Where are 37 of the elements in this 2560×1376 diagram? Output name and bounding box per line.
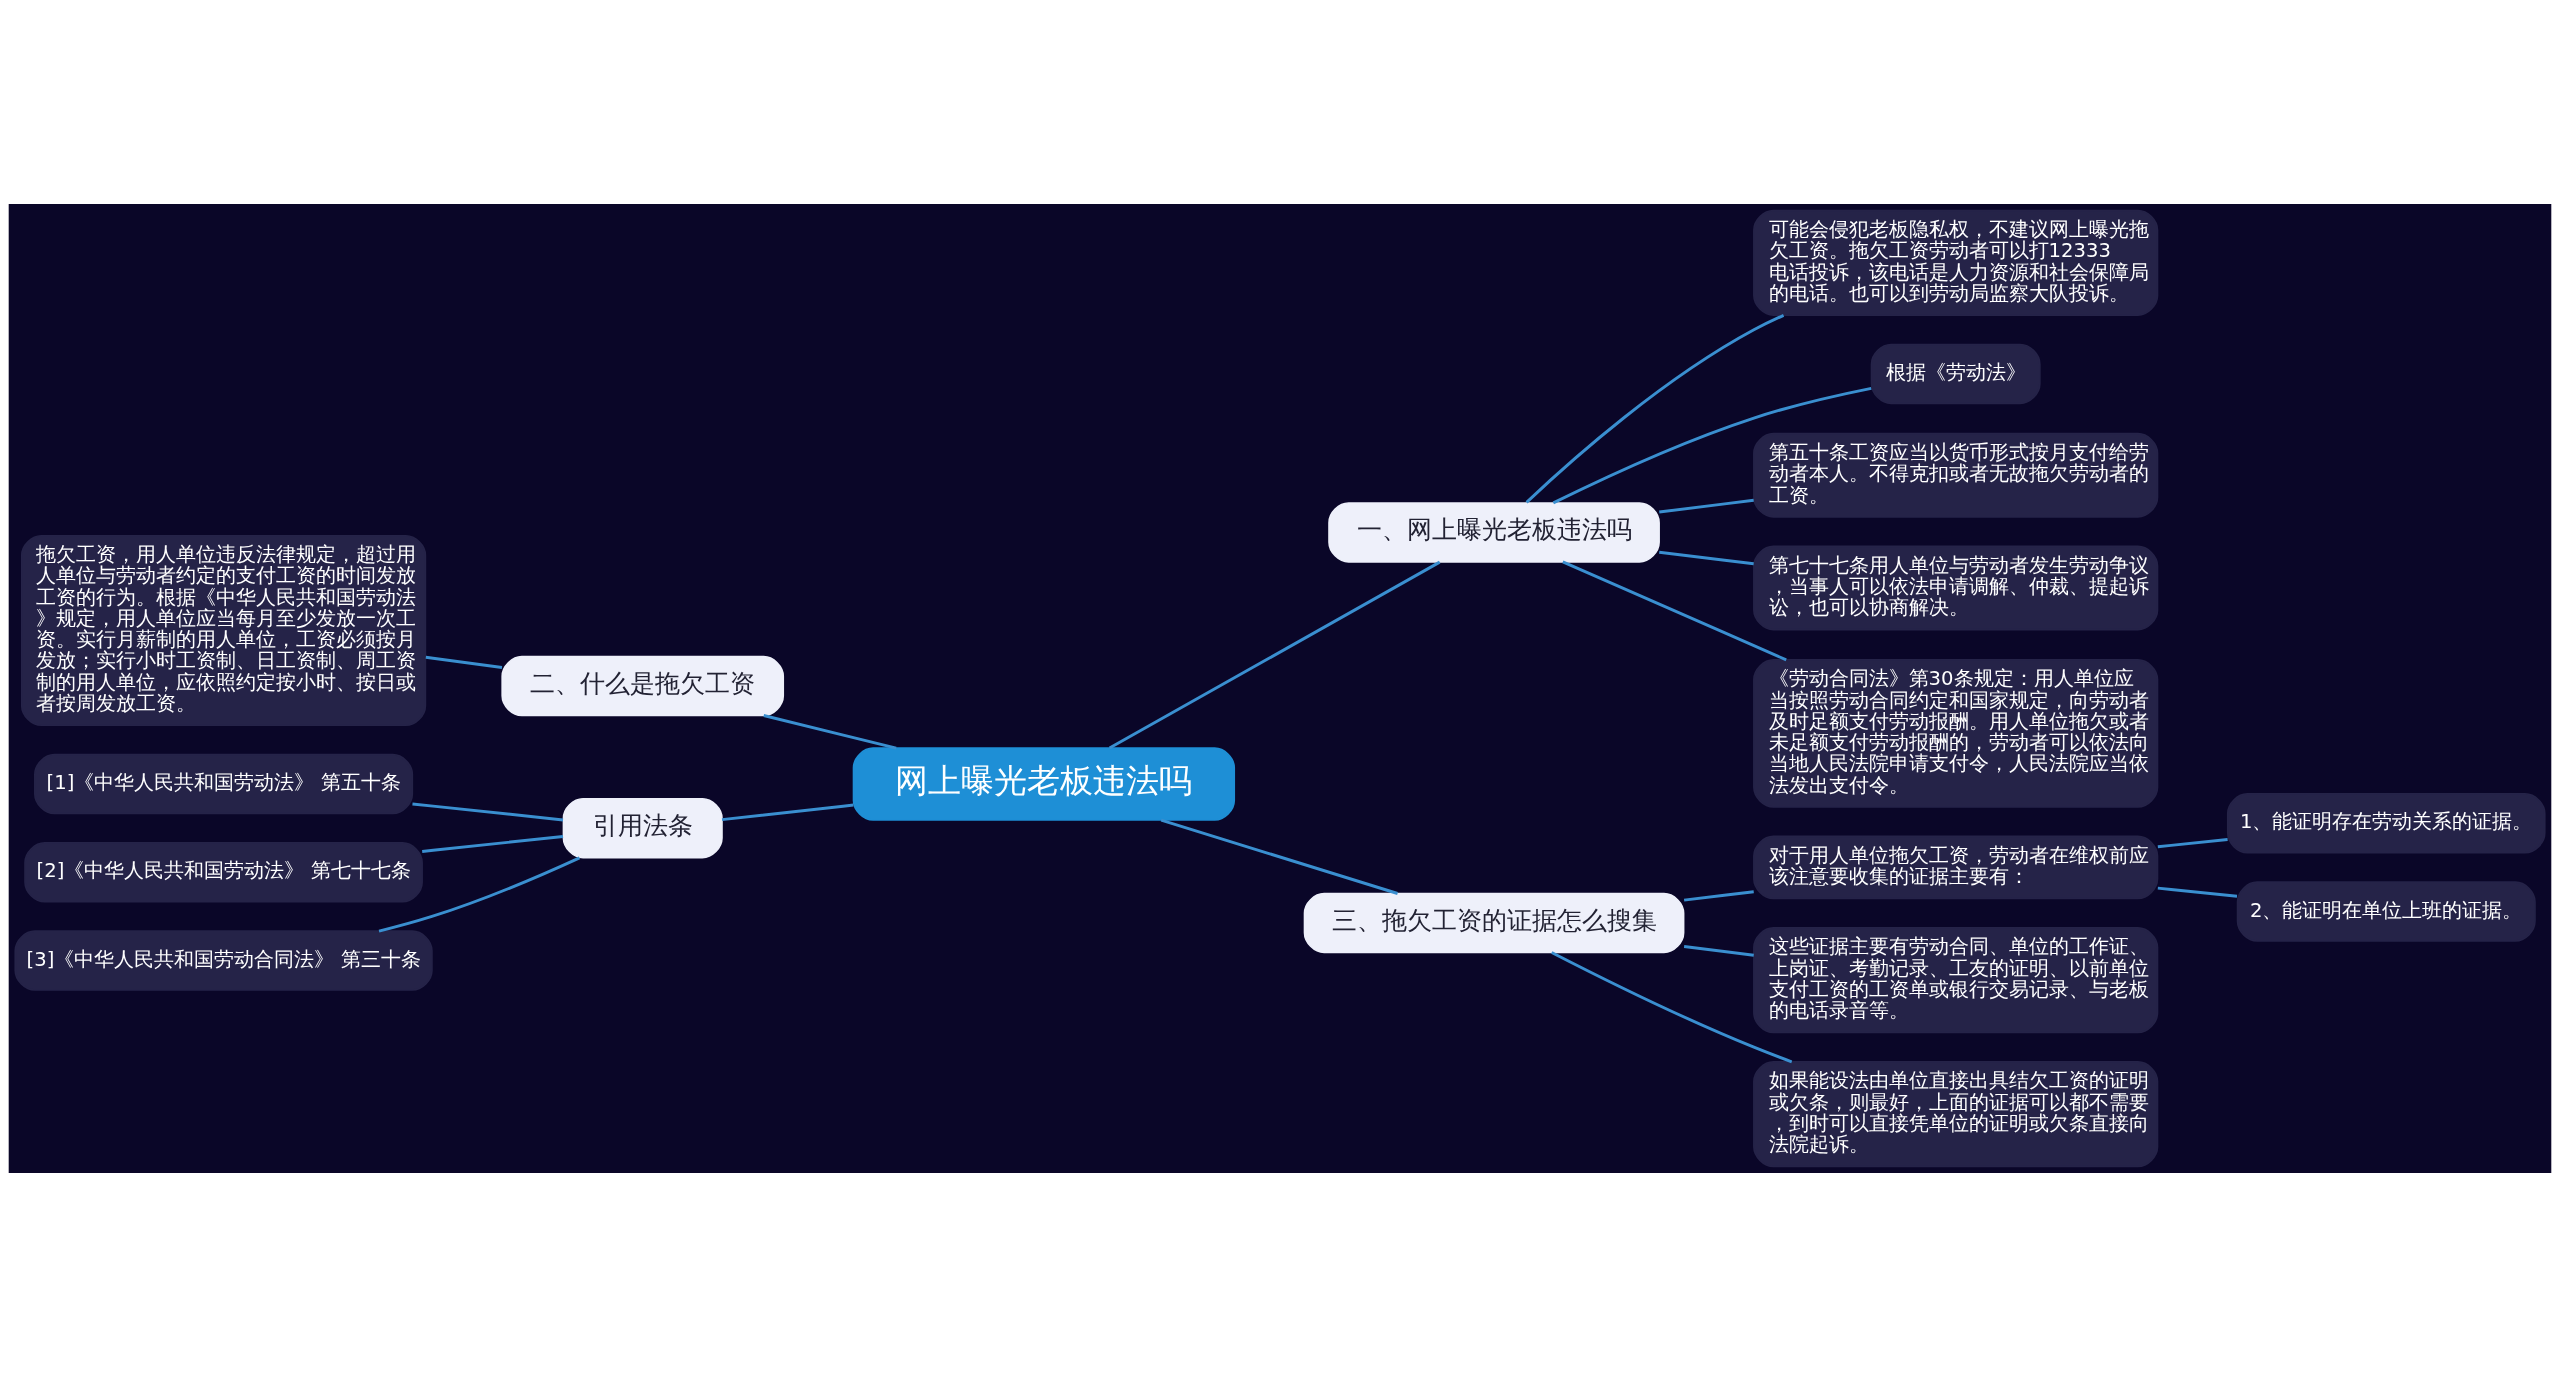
node-box: 二、什么是拖欠工资 — [501, 655, 785, 716]
node-box: 1、能证明存在劳动关系的证据。 — [2226, 792, 2546, 854]
connector — [2157, 886, 2238, 898]
node-box: 根据《劳动法》 — [1870, 343, 2041, 404]
connector — [763, 713, 897, 750]
node-box: 可能会侵犯老板隐私权，不建议网上曝光拖欠工资。拖欠工资劳动者可以打12333电话投诉，该电话是人力资源和社会保障局的电话。也可以到劳动局监察大队投诉。 — [1753, 209, 2159, 316]
connector — [1659, 550, 1754, 565]
connector — [1659, 498, 1754, 513]
node-box: 对于用人单位拖欠工资，劳动者在维权前应该注意要收集的证据主要有： — [1753, 835, 2159, 899]
connector — [721, 803, 854, 821]
connector — [1160, 818, 1398, 895]
connector — [1552, 386, 1872, 504]
connector — [378, 855, 581, 933]
node-box: [2]《中华人民共和国劳动法》 第七十七条 — [24, 841, 423, 903]
node-box: 这些证据主要有劳动合同、单位的工作证、上岗证、考勤记录、工友的证明、以前单位支付工资的工资单或银行交易记录、与老板的电话录音等。 — [1753, 926, 2159, 1033]
connector — [1562, 560, 1787, 661]
node-box: 拖欠工资，用人单位违反法律规定，超过用人单位与劳动者约定的支付工资的时间发放工资的行为。根据《中华人民共和国劳动法》规定，用人单位应当每月至少发放一次工资。实行月薪制的用人单位，工资必须按月发放；实行小时工资制、日工资制、周工资制的用人单位，应依照约定按小时、按日或者按周发放工资。 — [20, 534, 427, 726]
connector — [1551, 950, 1793, 1063]
node-box: 如果能设法由单位直接出具结欠工资的证明或欠条，则最好，上面的证据可以都不需要，到时可以直接凭单位的证明或欠条直接向法院起诉。 — [1753, 1060, 2159, 1167]
connector — [422, 834, 564, 853]
node-box: [3]《中华人民共和国劳动合同法》 第三十条 — [14, 929, 433, 991]
node-box: 三、拖欠工资的证据怎么搜集 — [1303, 892, 1685, 953]
node-box: 引用法条 — [562, 797, 723, 858]
connector — [1108, 560, 1441, 749]
node-box: 第七十七条用人单位与劳动者发生劳动争议，当事人可以依法申请调解、仲裁、提起诉讼，也可以协商解决。 — [1753, 545, 2159, 630]
node-box: [1]《中华人民共和国劳动法》 第五十条 — [34, 753, 414, 814]
connector — [1525, 313, 1785, 503]
node-box: 网上曝光老板违法吗 — [852, 746, 1236, 821]
connector — [425, 655, 503, 669]
node-box: 《劳动合同法》第30条规定：用人单位应当按照劳动合同约定和国家规定，向劳动者及时足额支付劳动报酬。用人单位拖欠或者未足额支付劳动报酬的，劳动者可以依法向当地人民法院申请支付令，人民法院应当依法发出支付令。 — [1753, 658, 2159, 808]
node-box: 2、能证明在单位上班的证据。 — [2236, 880, 2536, 942]
connector — [412, 802, 564, 821]
connector — [1683, 944, 1754, 957]
connector — [1683, 889, 1754, 902]
node-box: 一、网上曝光老板违法吗 — [1328, 501, 1660, 563]
node-box: 第五十条工资应当以货币形式按月支付给劳动者本人。不得克扣或者无故拖欠劳动者的工资。 — [1753, 432, 2159, 518]
connector — [2157, 837, 2228, 848]
